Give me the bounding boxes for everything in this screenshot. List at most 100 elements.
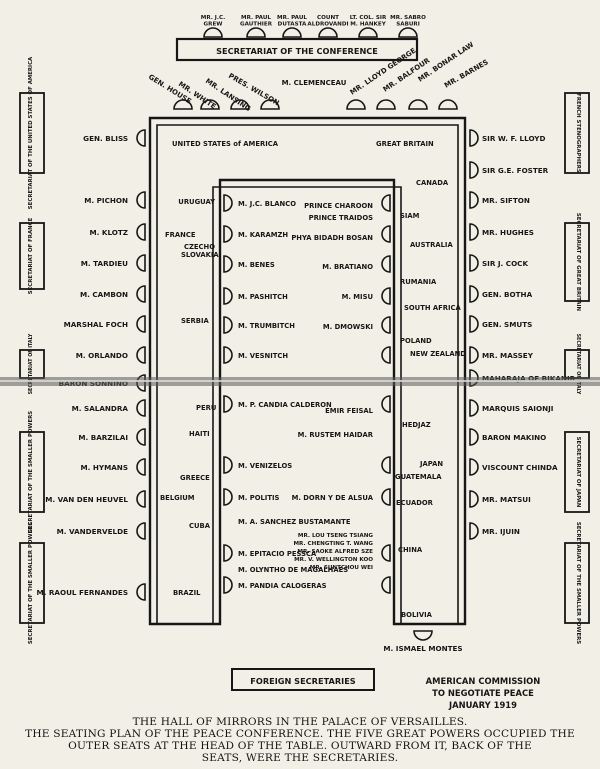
right-secretariat-box <box>564 542 590 624</box>
outer-left-name: M. ORLANDO <box>76 351 128 360</box>
outer-left-name: M. VAN DEN HEUVEL <box>45 495 128 504</box>
outer-left-name: M. HYMANS <box>80 463 128 472</box>
left-country-label: PERU <box>196 404 216 412</box>
inner-left-name: M. BENES <box>238 261 275 269</box>
right-secretariat-label: FRENCH STENOGRAPHERS <box>575 93 581 173</box>
outer-right-name: SIR W. F. LLOYD <box>482 134 546 143</box>
outer-right-chair <box>469 254 479 272</box>
outer-right-chair <box>469 315 479 333</box>
right-country-label: HEDJAZ <box>402 421 431 429</box>
outer-left-name: M. CAMBON <box>80 290 128 299</box>
bottom-chair <box>413 630 433 641</box>
outer-right-name: GEN. BOTHA <box>482 290 533 299</box>
inner-left-name: M. PASHITCH <box>238 293 288 301</box>
outer-left-name: M. KLOTZ <box>89 228 128 237</box>
left-country-label: GREECE <box>180 474 210 482</box>
top-officials-chairs <box>203 27 418 38</box>
right-secretariat-box <box>564 92 590 174</box>
outer-left-chair <box>136 490 146 508</box>
inner-left-name: M. A. SANCHEZ BUSTAMANTE <box>238 518 351 526</box>
commission-line-1: AMERICAN COMMISSION <box>425 676 541 686</box>
right-country-label: POLAND <box>400 337 432 345</box>
head-table-name: M. CLEMENCEAU <box>282 79 347 87</box>
outer-right-name: MR. IJUIN <box>482 527 520 536</box>
inner-right-name: M. MISU <box>342 293 373 301</box>
outer-right-chair <box>469 223 479 241</box>
inner-left-chair <box>223 225 233 243</box>
inner-right-name: MR. CHENGTING T. WANG <box>293 541 373 547</box>
left-country-label: UNITED STATES of AMERICA <box>172 140 279 148</box>
inner-left-name: M. P. CANDIA CALDERON <box>238 401 332 409</box>
commission-note: AMERICAN COMMISSION TO NEGOTIATE PEACE J… <box>413 675 553 711</box>
outer-left-chair <box>136 223 146 241</box>
head-chair <box>408 99 428 110</box>
official-chair <box>282 27 302 38</box>
official-chair <box>246 27 266 38</box>
inner-left-name: M. EPITACIO PESSCA <box>238 550 317 558</box>
outer-left-chair <box>136 428 146 446</box>
left-secretariat-label: SECRETARIAT OF THE SMALLER POWERS <box>28 411 34 533</box>
secretariat-conference-box <box>175 37 419 62</box>
outer-left-chair <box>136 191 146 209</box>
right-country-label: CHINA <box>398 546 423 554</box>
left-secretariat-label: SECRETARIAT OF FRANCE <box>28 217 34 294</box>
left-country-label: HAITI <box>189 430 210 438</box>
right-country-labels: GREAT BRITAINCANADASIAMAUSTRALIARUMANIAS… <box>376 140 466 619</box>
inner-left-chair <box>223 488 233 506</box>
outer-right-chair <box>469 346 479 364</box>
left-secretariat-box <box>19 92 45 174</box>
commission-line-3: JANUARY 1919 <box>449 700 517 710</box>
foreign-secretaries-box <box>231 668 375 691</box>
inner-left-chair <box>223 395 233 413</box>
caption: THE HALL OF MIRRORS IN THE PALACE OF VER… <box>0 716 600 764</box>
inner-left-chair <box>223 194 233 212</box>
left-secretariat-box <box>19 542 45 624</box>
inner-left-name: M. TRUMBITCH <box>238 322 295 330</box>
inner-right-chair <box>381 194 391 212</box>
left-country-label: CUBA <box>189 522 211 530</box>
official-name: MR. J.C.GREW <box>201 15 226 28</box>
outer-right-name: SIR J. COCK <box>482 259 528 268</box>
inner-right-name: M. RUSTEM HAIDAR <box>298 431 374 439</box>
outer-right-chair <box>469 399 479 417</box>
outer-left-name: M. TARDIEU <box>81 259 128 268</box>
outer-left-chair <box>136 522 146 540</box>
right-secretariat-box <box>564 431 590 513</box>
right-country-label: SIAM <box>400 212 420 220</box>
outer-left-chair <box>136 458 146 476</box>
outer-left-name: M. BARZILAI <box>78 433 128 442</box>
outer-left-name: M. SALANDRA <box>72 404 129 413</box>
right-country-label: ECUADOR <box>396 499 434 507</box>
outer-right-name: MR. SIFTON <box>482 196 530 205</box>
outer-right-name: SIR G.E. FOSTER <box>482 166 549 175</box>
inner-left-name: M. PANDIA CALOGERAS <box>238 582 327 590</box>
outer-right-chair <box>469 129 479 147</box>
inner-right-name: EMIR FEISAL <box>325 407 374 415</box>
right-country-label: GREAT BRITAIN <box>376 140 434 148</box>
right-country-label: BOLIVIA <box>401 611 433 619</box>
outer-left-chair <box>136 346 146 364</box>
left-secretariat-box <box>19 431 45 513</box>
right-country-label: CANADA <box>416 179 449 187</box>
inner-right-chair <box>381 544 391 562</box>
official-chair <box>398 27 418 38</box>
head-chair <box>346 99 366 110</box>
inner-right-chair <box>381 488 391 506</box>
outer-left-chair <box>136 583 146 601</box>
inner-right-chair <box>381 255 391 273</box>
inner-right-chair <box>381 225 391 243</box>
outer-left-name: GEN. BLISS <box>83 134 128 143</box>
outer-right-name: MR. HUGHES <box>482 228 534 237</box>
head-chair <box>230 99 250 110</box>
inner-right-chair <box>381 316 391 334</box>
outer-left-chair <box>136 254 146 272</box>
outer-right-seats: SIR W. F. LLOYD SIR G.E. FOSTER MR. SIFTON… <box>469 129 576 540</box>
